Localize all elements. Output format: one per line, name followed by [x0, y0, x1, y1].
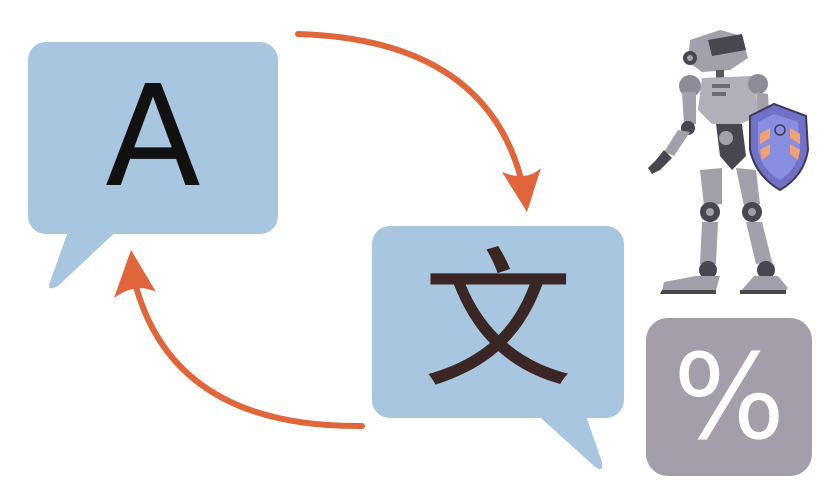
percent-icon: %	[672, 328, 786, 466]
forward-arrow-icon	[295, 31, 541, 212]
backward-arrow-icon	[114, 250, 365, 430]
source-letter: A	[105, 56, 201, 219]
shield-icon	[749, 102, 810, 192]
percent-tile	[646, 318, 812, 476]
robot-icon	[648, 30, 788, 294]
target-character: 文	[422, 235, 573, 409]
target-speech-bubble	[372, 226, 624, 470]
source-speech-bubble	[28, 42, 278, 289]
